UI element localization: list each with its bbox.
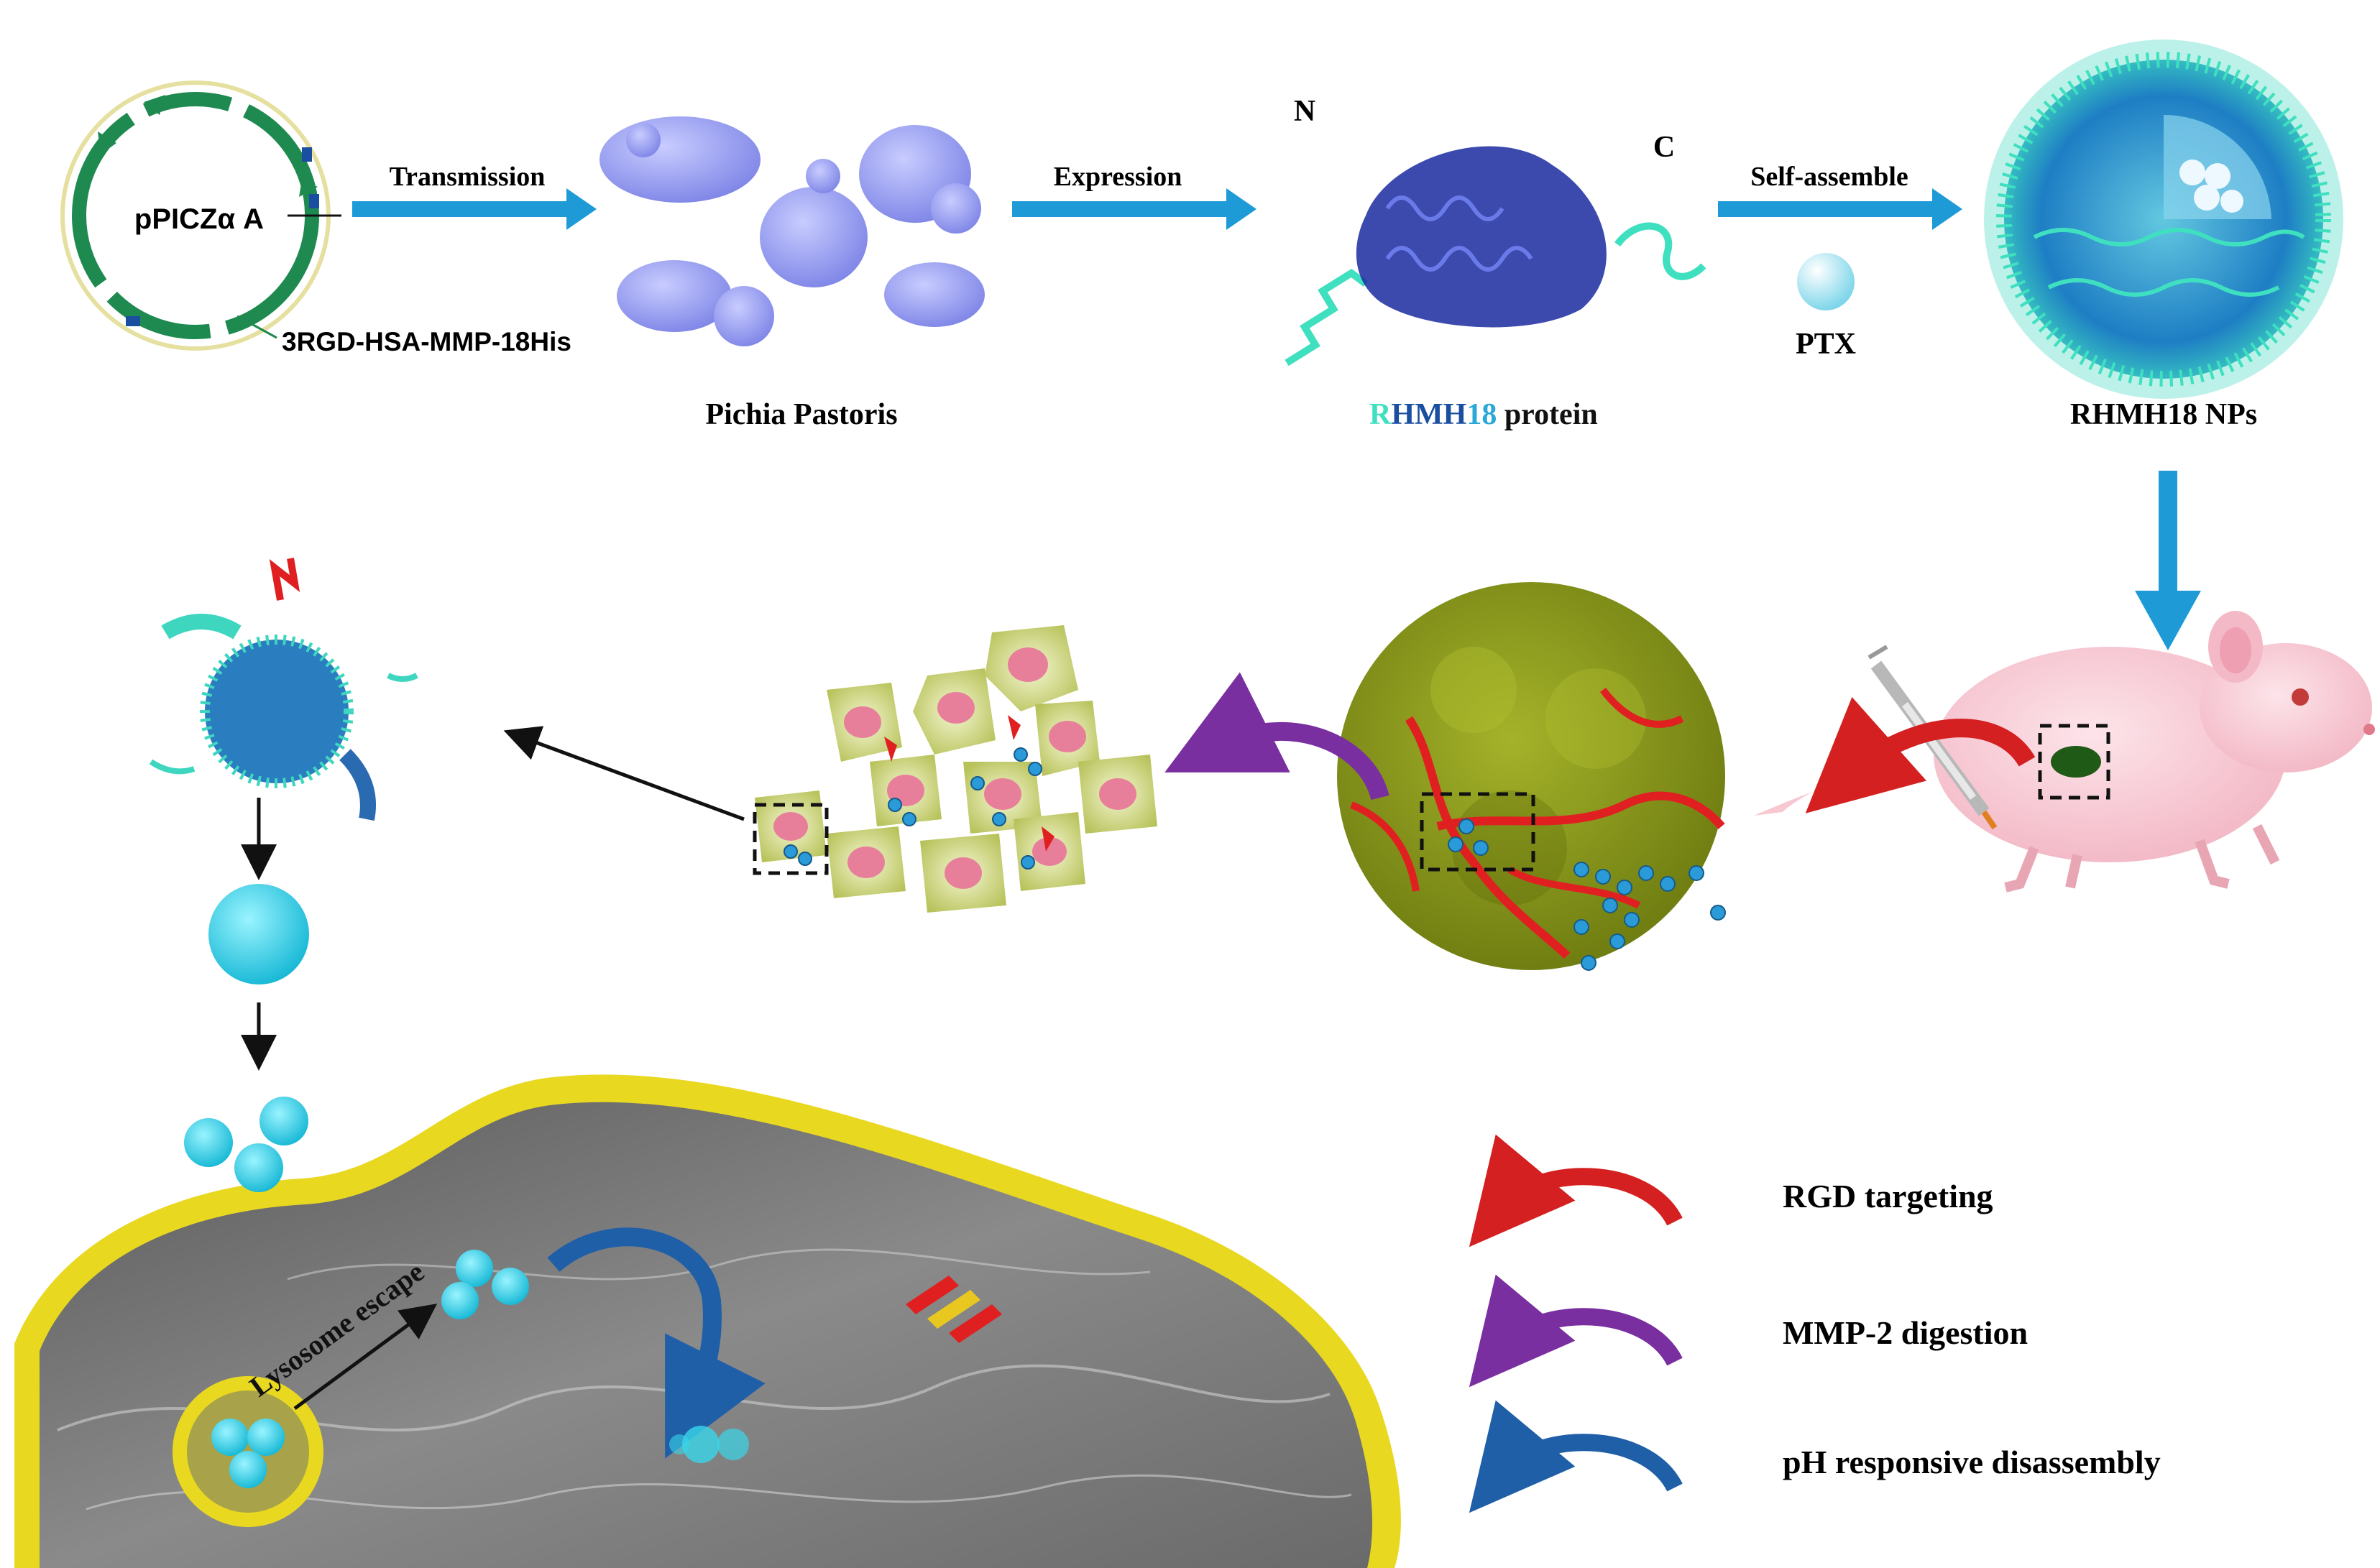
mouse bbox=[1754, 611, 2375, 893]
rhmh18-nanoparticle bbox=[1984, 40, 2343, 399]
legend-arrow-blue bbox=[1469, 1400, 1683, 1513]
protein-structure bbox=[1285, 146, 1706, 366]
released-nanoparticles bbox=[184, 1097, 308, 1192]
rgd-targeting-arrow bbox=[1805, 696, 2036, 813]
self-assemble-arrow bbox=[1718, 188, 1962, 230]
legend-label-ph: pH responsive disassembly bbox=[1783, 1444, 2161, 1480]
legend-label-mmp2: MMP-2 digestion bbox=[1783, 1314, 2028, 1351]
ph-disassembly-arrow bbox=[547, 1227, 766, 1459]
legend-arrow-purple bbox=[1469, 1274, 1683, 1388]
microtubules bbox=[906, 1276, 1002, 1343]
protein-label: RHMH18 protein bbox=[1369, 398, 1598, 431]
ptx-sphere bbox=[1797, 253, 1855, 310]
n-terminus: N bbox=[1294, 95, 1315, 128]
construct-label: 3RGD-HSA-MMP-18His bbox=[282, 327, 571, 356]
tumor-sphere bbox=[1337, 582, 1726, 971]
escaped-nanoparticles bbox=[441, 1250, 529, 1319]
organism-label: Pichia Pastoris bbox=[705, 398, 897, 431]
plasmid-ring bbox=[60, 80, 341, 351]
tumor-cells bbox=[753, 625, 1157, 913]
legend-label-rgd: RGD targeting bbox=[1783, 1178, 1993, 1214]
yeast-cells bbox=[599, 116, 985, 346]
expression-label: Expression bbox=[1054, 162, 1182, 192]
injection-down-arrow bbox=[2135, 471, 2201, 650]
legend-arrow-red bbox=[1469, 1134, 1683, 1248]
mmp2-digestion-arrow bbox=[1164, 672, 1389, 801]
plasmid-name: pPICZα A bbox=[134, 203, 264, 235]
legend: RGD targeting MMP-2 digestion pH respons… bbox=[1469, 1134, 2161, 1513]
transmission-label: Transmission bbox=[390, 162, 546, 192]
ptx-label: PTX bbox=[1796, 328, 1856, 361]
expression-arrow bbox=[1012, 188, 1256, 230]
escape-arrow bbox=[293, 1304, 438, 1411]
transmission-arrow bbox=[352, 188, 597, 230]
uptake-arrow bbox=[503, 726, 745, 821]
disassembling-nanoparticle bbox=[149, 558, 418, 821]
ptx-core bbox=[208, 884, 309, 984]
lysosome bbox=[173, 1376, 323, 1527]
c-terminus: C bbox=[1653, 131, 1675, 164]
disassembled-ptx bbox=[669, 1426, 749, 1463]
self-assemble-label: Self-assemble bbox=[1750, 162, 1908, 192]
nanoparticle-label: RHMH18 NPs bbox=[2070, 398, 2257, 431]
